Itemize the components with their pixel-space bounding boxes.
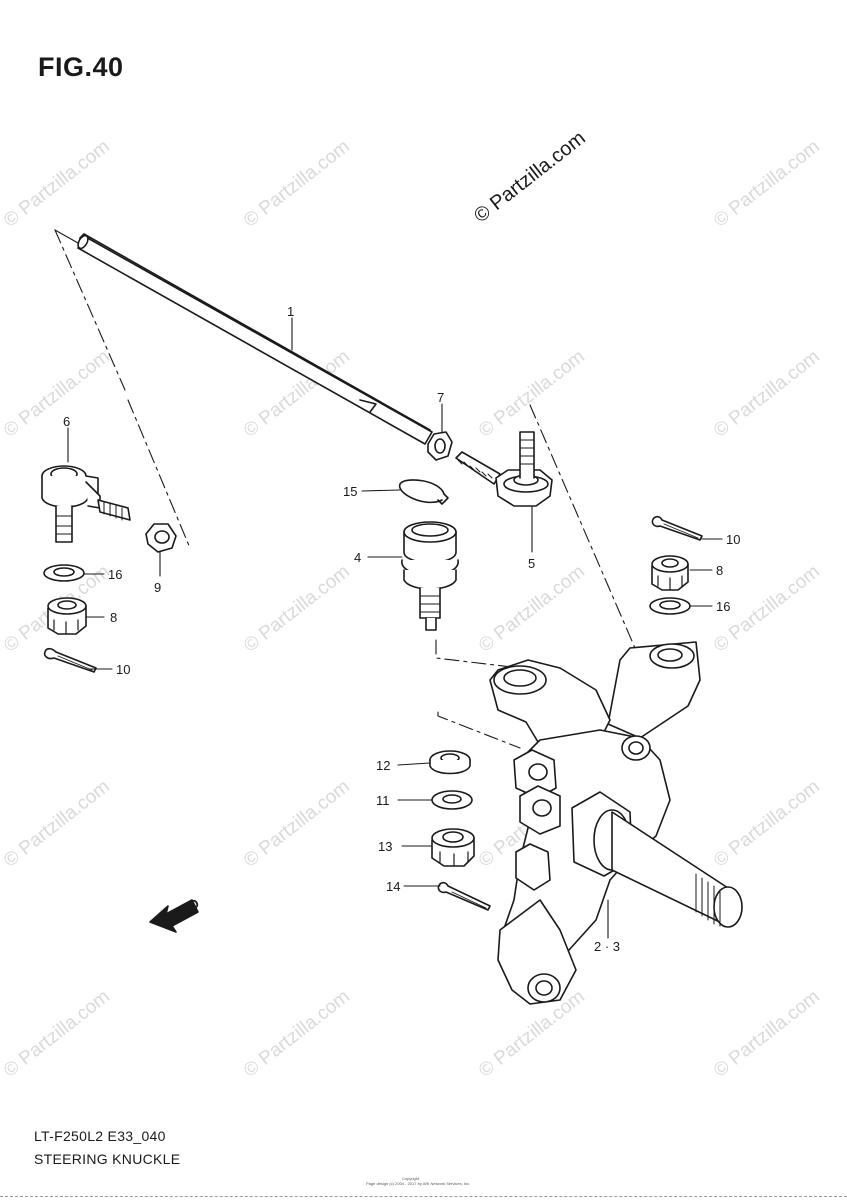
nut-9 (145, 523, 177, 553)
callout-4: 4 (354, 550, 361, 565)
section-name: STEERING KNUCKLE (34, 1151, 181, 1167)
callout-10-left: 10 (116, 662, 130, 677)
ball-joint-4 (401, 521, 459, 631)
callout-1: 1 (287, 304, 294, 319)
callout-11: 11 (376, 793, 390, 808)
page-bottom-rule (0, 1196, 847, 1197)
callout-2-3: 2 · 3 (594, 939, 620, 954)
callout-16-right: 16 (716, 599, 730, 614)
castle-nut-8-left (47, 597, 87, 635)
washer-16-left (43, 564, 85, 582)
callout-15: 15 (343, 484, 357, 499)
castle-nut-13 (431, 828, 475, 867)
castle-nut-8-right (651, 555, 689, 591)
lock-nut-7 (427, 431, 453, 461)
cotter-pin-10-left (43, 647, 97, 673)
callout-8-left: 8 (110, 610, 117, 625)
washer-11 (431, 790, 473, 810)
callout-5: 5 (528, 556, 535, 571)
callout-6: 6 (63, 414, 70, 429)
cotter-pin-10-right (651, 515, 703, 541)
callout-10-right: 10 (726, 532, 740, 547)
leader-lines (67, 317, 723, 939)
callout-14: 14 (386, 879, 400, 894)
cotter-pin-14 (437, 881, 491, 911)
callout-16-left: 16 (108, 567, 122, 582)
copyright-heading: Copyright (402, 1176, 420, 1181)
callout-9: 9 (154, 580, 161, 595)
washer-16-right (649, 597, 691, 615)
washer-12 (429, 750, 471, 775)
tie-rod-end-5 (455, 431, 553, 507)
tie-rod (77, 233, 433, 445)
figure-title: FIG.40 (38, 52, 124, 82)
callout-12: 12 (376, 758, 390, 773)
circlip-15 (399, 479, 449, 505)
tie-rod-end-6 (41, 465, 131, 543)
model-code: LT-F250L2 E33_040 (34, 1128, 166, 1144)
steering-knuckle-2-3 (489, 641, 743, 1005)
callout-7: 7 (437, 390, 444, 405)
callout-labels: 1 7 6 15 4 5 16 9 8 10 10 8 16 12 11 13 … (63, 304, 740, 954)
callout-8-right: 8 (716, 563, 723, 578)
callout-13: 13 (378, 839, 392, 854)
copyright-notice: Page design (c) 2004 - 2017 by ARI Netwo… (366, 1181, 471, 1186)
forward-direction-arrow: FWD (149, 896, 202, 933)
